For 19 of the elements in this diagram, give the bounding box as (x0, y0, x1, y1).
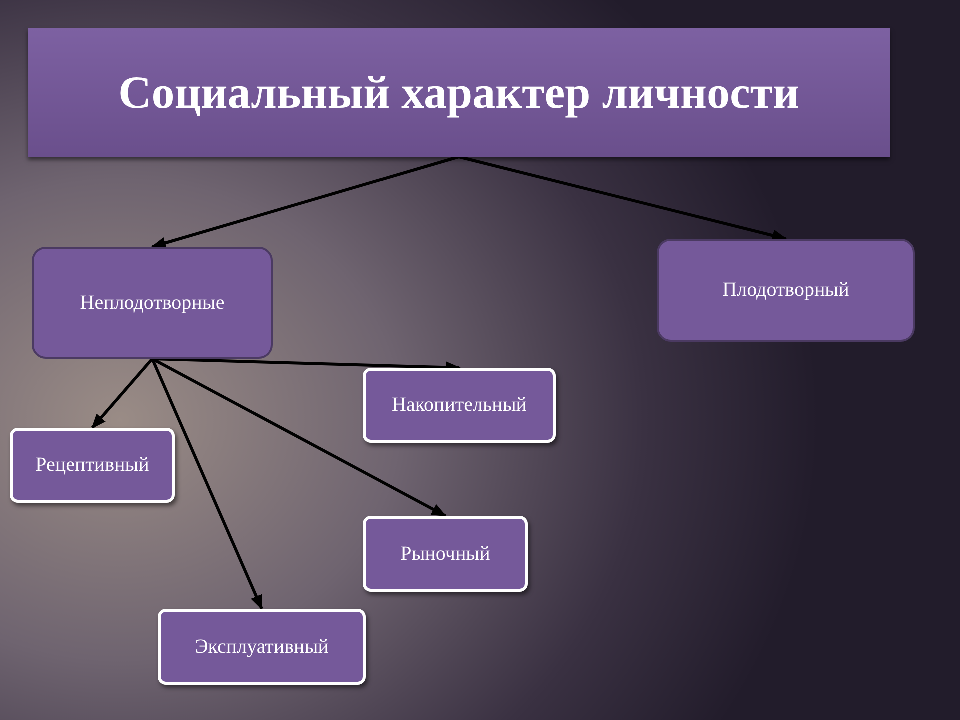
category-label: Плодотворный (722, 279, 850, 302)
arrow (458, 156, 788, 242)
title-box (28, 28, 890, 157)
category-label: Рецептивный (36, 454, 150, 477)
category-box (363, 516, 528, 592)
arrow (151, 156, 460, 249)
category-box (657, 239, 915, 342)
arrow (91, 358, 154, 430)
category-box (10, 428, 175, 503)
category-label: Эксплуативный (195, 636, 329, 658)
category-box (32, 247, 273, 359)
category-box (363, 368, 556, 443)
category-label: Рыночный (400, 542, 490, 566)
arrow (152, 358, 447, 518)
arrow (151, 358, 264, 610)
title-text: Социальный характер личности (118, 66, 800, 119)
category-label: Накопительный (392, 394, 527, 417)
category-label: Неплодотворные (80, 292, 225, 314)
category-box (158, 609, 366, 685)
